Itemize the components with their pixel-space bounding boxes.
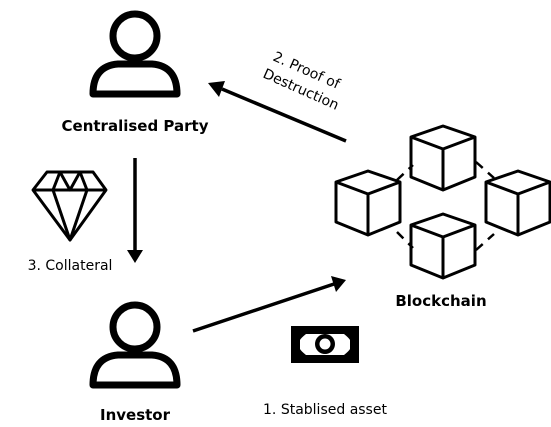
investor-person-icon	[89, 301, 181, 389]
investor-label: Investor	[100, 406, 171, 424]
block-cube-top	[409, 124, 477, 192]
collateral-label: 3. Collateral	[28, 258, 113, 274]
blockchain-cubes-icon	[334, 124, 551, 280]
banknote-icon	[291, 326, 359, 363]
proof-of-destruction-arrowhead	[208, 81, 225, 97]
centralised-party-label: Centralised Party	[62, 117, 209, 135]
diamond-icon	[31, 170, 108, 242]
block-cube-left	[334, 169, 402, 237]
proof-of-destruction-arrow	[221, 87, 347, 143]
block-cube-right	[484, 169, 551, 237]
collateral-arrowhead	[127, 250, 143, 263]
stablised-asset-arrowhead	[331, 276, 346, 292]
stablised-asset-label: 1. Stablised asset	[263, 402, 387, 418]
centralised-party-person-icon	[89, 10, 181, 98]
stablised-asset-arrow	[192, 282, 335, 333]
blockchain-label: Blockchain	[395, 292, 486, 310]
block-cube-bottom	[409, 212, 477, 280]
